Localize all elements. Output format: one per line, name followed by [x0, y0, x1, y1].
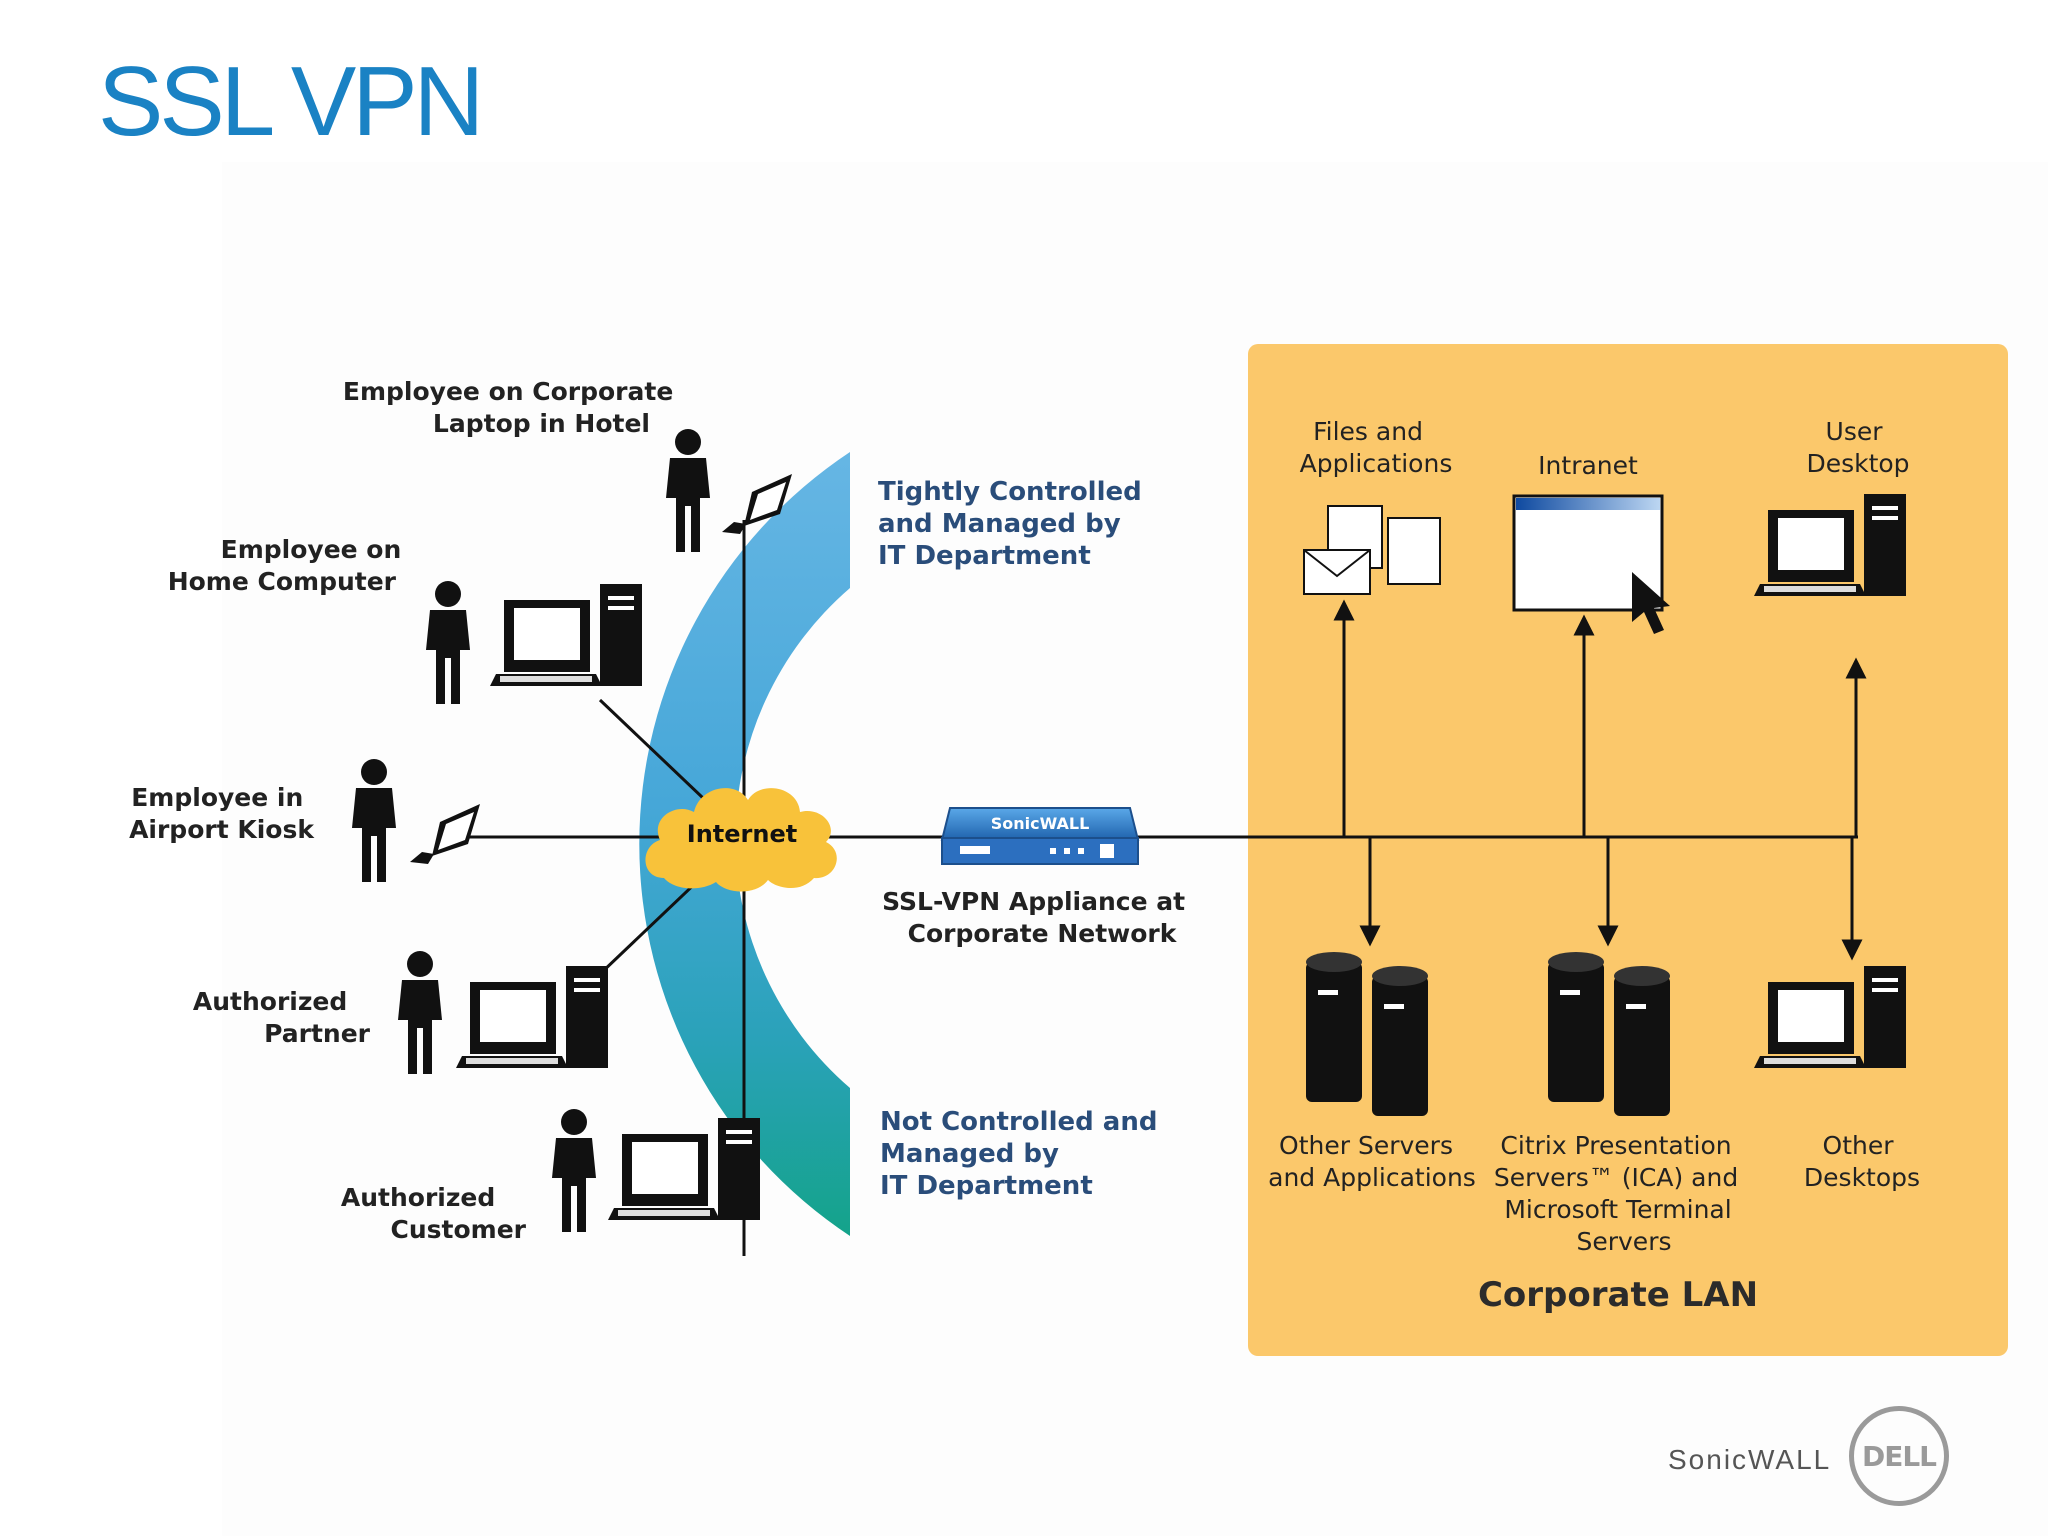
uncontrolled-zone-label: Not Controlled and Managed by IT Departm…	[880, 1107, 1167, 1201]
controlled-zone-label: Tightly Controlled and Managed by IT Dep…	[878, 477, 1151, 571]
corporate-lan-title: Corporate LAN	[1478, 1275, 1758, 1315]
sonicwall-footer-text: SonicWALL	[1668, 1444, 1832, 1475]
dell-logo: DELL	[1849, 1406, 1949, 1506]
user-partner	[398, 951, 608, 1074]
user-label-customer: Authorized Customer	[341, 1183, 527, 1244]
person-icon	[666, 429, 710, 552]
c-shape	[639, 452, 850, 1236]
person-icon	[552, 1109, 596, 1232]
corporate-lan-box	[1248, 344, 2008, 1356]
lan-links	[1333, 599, 1867, 961]
server-icon	[1548, 952, 1604, 1102]
user-label-hotel: Employee on Corporate Laptop in Hotel	[343, 377, 682, 438]
user-airport-kiosk	[352, 759, 480, 882]
desktop-computer-icon	[456, 966, 608, 1068]
user-label-partner: Authorized Partner	[193, 987, 371, 1048]
cursor-icon	[1632, 572, 1670, 634]
citrix-servers-label: Citrix Presentation Servers™ (ICA) and M…	[1494, 1131, 1746, 1256]
sslvpn-appliance: SonicWALL	[940, 807, 1140, 865]
intranet-label: Intranet	[1538, 451, 1638, 480]
dell-logo-text: DELL	[1861, 1439, 1937, 1473]
internet-label: Internet	[687, 820, 797, 848]
files-applications-resource	[1303, 505, 1441, 595]
person-icon	[426, 581, 470, 704]
appliance-caption: SSL-VPN Appliance at Corporate Network	[882, 887, 1194, 948]
user-label-home: Employee on Home Computer	[168, 535, 410, 596]
envelope-icon	[1303, 549, 1371, 595]
intranet-resource	[1512, 494, 1670, 634]
user-home-computer	[426, 581, 642, 704]
person-icon	[398, 951, 442, 1074]
other-servers-label: Other Servers and Applications	[1268, 1131, 1476, 1192]
files-applications-label: Files and Applications	[1300, 417, 1453, 478]
user-label-kiosk: Employee in Airport Kiosk	[129, 783, 315, 844]
internet-cloud: Internet	[645, 788, 837, 892]
server-icon	[1614, 966, 1670, 1116]
desktop-computer-icon	[608, 1118, 760, 1220]
other-desktops-label: Other Desktops	[1804, 1131, 1920, 1192]
server-icon	[1306, 952, 1362, 1102]
person-icon	[352, 759, 396, 882]
appliance-brand-label: SonicWALL	[991, 814, 1090, 833]
user-customer	[552, 1109, 760, 1232]
slide-title: SSL VPN	[98, 46, 484, 156]
user-desktop-label: User Desktop	[1806, 417, 1909, 478]
cloud-icon	[645, 788, 837, 892]
laptop-icon	[410, 804, 480, 864]
server-icon	[1372, 966, 1428, 1116]
desktop-computer-icon	[490, 584, 642, 686]
